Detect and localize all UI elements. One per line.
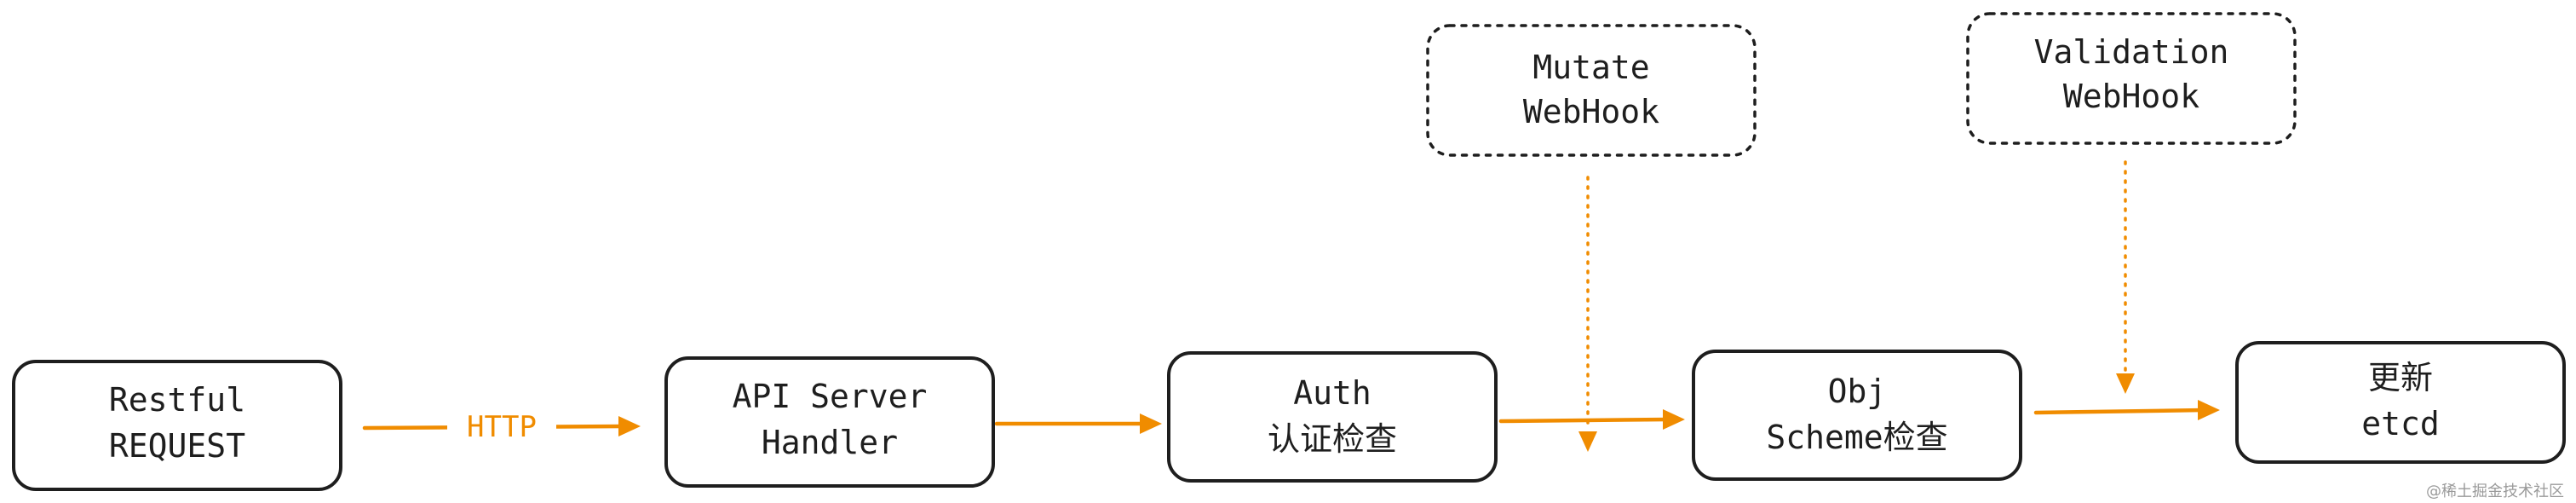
edge-auth-to-obj xyxy=(1498,409,1685,430)
node-auth-line2: 认证检查 xyxy=(1268,420,1397,458)
node-restful-request-line1: Restful xyxy=(109,381,245,419)
node-update-etcd: 更新 etcd xyxy=(2235,341,2566,464)
node-auth: Auth 认证检查 xyxy=(1167,351,1498,483)
node-obj-scheme-line1: Obj xyxy=(1828,373,1887,410)
edge-label-http: HTTP xyxy=(467,410,537,444)
node-update-etcd-line1: 更新 xyxy=(2368,359,2433,396)
node-api-server-handler-line1: API Server xyxy=(733,378,928,415)
edge-validation-webhook xyxy=(2116,160,2135,394)
node-obj-scheme-line2: Scheme检查 xyxy=(1766,419,1947,456)
node-update-etcd-line2: etcd xyxy=(2361,405,2440,442)
edge-mutate-webhook xyxy=(1578,176,1597,452)
edge-handler-to-auth xyxy=(994,413,1162,434)
edge-request-to-handler: HTTP xyxy=(362,408,641,447)
node-validation-webhook: Validation WebHook xyxy=(1966,12,2297,145)
node-restful-request: Restful REQUEST xyxy=(12,360,342,491)
node-validation-webhook-line2: WebHook xyxy=(2063,78,2199,115)
node-obj-scheme: Obj Scheme检查 xyxy=(1692,350,2022,481)
node-validation-webhook-line1: Validation xyxy=(2034,33,2229,71)
edge-obj-to-etcd xyxy=(2033,400,2220,420)
node-mutate-webhook: Mutate WebHook xyxy=(1426,24,1757,157)
node-mutate-webhook-line1: Mutate xyxy=(1532,49,1649,86)
watermark-text: @稀土掘金技术社区 xyxy=(2426,483,2564,500)
node-auth-line1: Auth xyxy=(1293,374,1371,412)
node-api-server-handler-line2: Handler xyxy=(762,424,898,461)
node-restful-request-line2: REQUEST xyxy=(109,427,245,465)
node-api-server-handler: API Server Handler xyxy=(664,356,995,488)
node-mutate-webhook-line2: WebHook xyxy=(1523,93,1659,130)
